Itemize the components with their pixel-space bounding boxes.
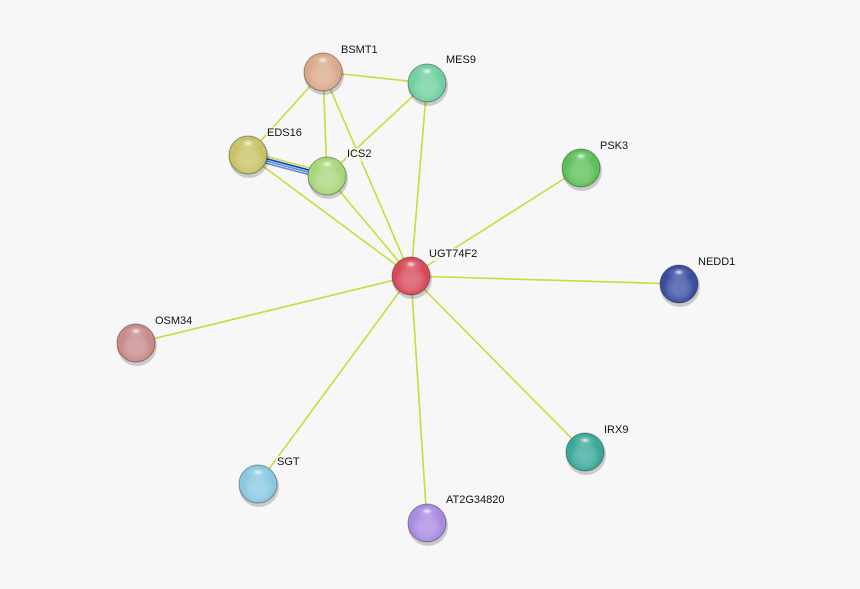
node-nedd1[interactable]: [659, 264, 700, 307]
node-sgt[interactable]: [238, 464, 279, 507]
node-label-eds16: EDS16: [266, 127, 303, 140]
node-label-ics2: ICS2: [346, 148, 373, 161]
edge[interactable]: [135, 275, 412, 344]
node-label-osm34: OSM34: [154, 315, 194, 328]
node-ugt74f2[interactable]: [391, 256, 432, 299]
node-at2g34820[interactable]: [407, 503, 448, 546]
node-label-ugt74f2: UGT74F2: [428, 248, 479, 261]
node-psk3[interactable]: [561, 148, 602, 191]
node-ics2[interactable]: [307, 156, 348, 199]
node-label-sgt: SGT: [276, 456, 301, 469]
node-label-psk3: PSK3: [599, 140, 630, 153]
edge[interactable]: [410, 275, 680, 285]
node-label-at2g34820: AT2G34820: [445, 494, 506, 507]
node-label-bsmt1: BSMT1: [340, 44, 379, 57]
node-eds16[interactable]: [228, 135, 269, 178]
edge[interactable]: [247, 154, 412, 277]
edge[interactable]: [410, 275, 586, 453]
node-label-nedd1: NEDD1: [697, 256, 737, 269]
node-bsmt1[interactable]: [303, 52, 344, 95]
node-irx9[interactable]: [565, 432, 606, 475]
edge[interactable]: [410, 275, 428, 524]
node-osm34[interactable]: [116, 323, 157, 366]
edge[interactable]: [322, 71, 412, 277]
edge[interactable]: [326, 175, 412, 277]
edge[interactable]: [326, 82, 428, 177]
edge[interactable]: [257, 275, 412, 485]
node-label-irx9: IRX9: [603, 424, 630, 437]
node-mes9[interactable]: [407, 63, 448, 106]
edge[interactable]: [410, 82, 428, 277]
node-label-mes9: MES9: [445, 54, 477, 67]
nodes-layer: [116, 52, 700, 546]
